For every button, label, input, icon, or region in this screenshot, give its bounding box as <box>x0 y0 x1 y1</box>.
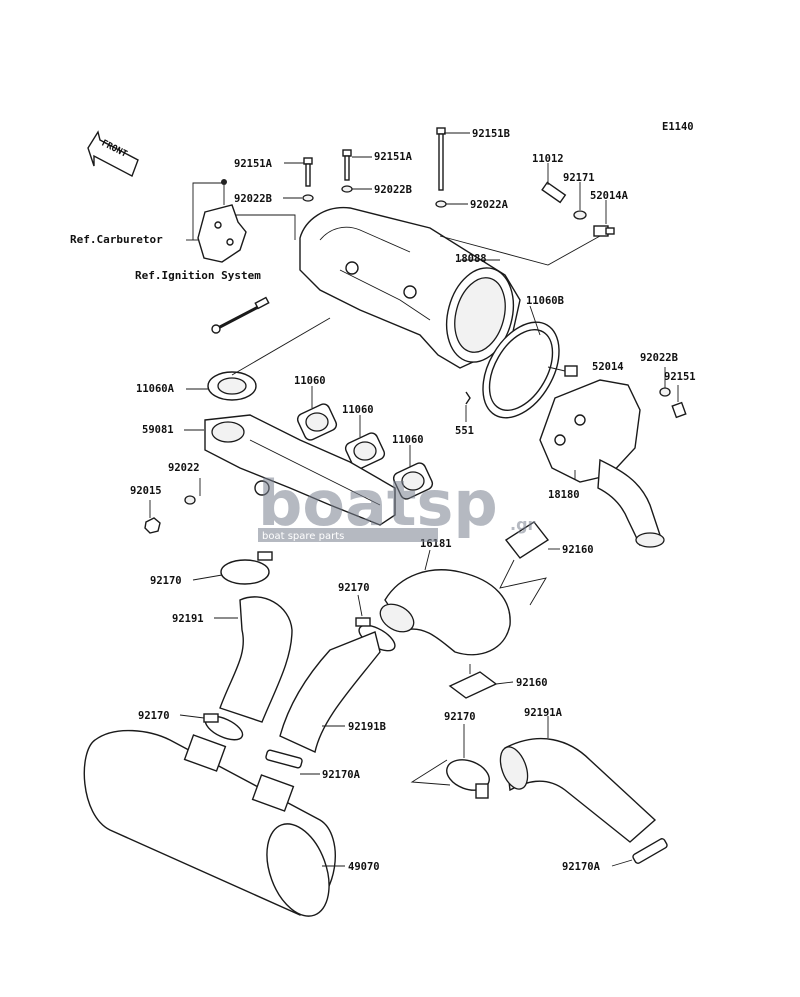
diagram-code: E1140 <box>662 121 694 133</box>
washer-92022 <box>184 495 196 505</box>
washer-92022B-3 <box>659 387 671 397</box>
label-551: 551 <box>455 425 474 437</box>
label-92170-1: 92170 <box>150 575 182 587</box>
clamp-92170-3 <box>203 713 244 741</box>
sensor-11012 <box>541 181 567 204</box>
leader-lines <box>149 132 679 867</box>
part-551 <box>465 391 471 405</box>
label-11012: 11012 <box>532 153 564 165</box>
washer-92022B-2 <box>341 185 353 193</box>
pipe-16181 <box>379 569 511 656</box>
label-49070: 49070 <box>348 861 380 873</box>
exhaust-manifold-59081 <box>204 414 396 526</box>
washer-92022A <box>435 200 447 208</box>
label-92015: 92015 <box>130 485 162 497</box>
gasket-11060B <box>482 321 560 419</box>
label-92191A: 92191A <box>524 707 563 719</box>
label-92160-2: 92160 <box>516 677 548 689</box>
bolt-92151 <box>671 401 687 419</box>
label-92160-1: 92160 <box>562 544 594 556</box>
sticker-92160-1 <box>504 521 550 559</box>
label-92022: 92022 <box>168 462 200 474</box>
label-92022A: 92022A <box>470 199 509 211</box>
label-18180: 18180 <box>548 489 580 501</box>
bolt-92151B <box>436 127 446 191</box>
gasket-11060A <box>207 371 257 401</box>
fitting-52014A <box>593 225 615 237</box>
sticker-92160-2 <box>448 671 498 699</box>
washer-92022B-1 <box>302 194 314 202</box>
label-59081: 59081 <box>142 424 174 436</box>
label-92170A-1: 92170A <box>322 769 361 781</box>
label-11060-1: 11060 <box>294 375 326 387</box>
label-92171: 92171 <box>563 172 595 184</box>
label-52014A: 52014A <box>590 190 629 202</box>
watermark-tagline-bar <box>258 528 438 542</box>
label-92022B-1: 92022B <box>234 193 272 205</box>
label-92022B-2: 92022B <box>374 184 412 196</box>
carburetor-bracket <box>197 179 247 263</box>
label-92191B: 92191B <box>348 721 386 733</box>
label-11060-3: 11060 <box>392 434 424 446</box>
bolt-92151A-1 <box>303 157 313 187</box>
label-92151B: 92151B <box>472 128 510 140</box>
ref-carburetor: Ref.Carburetor <box>70 233 163 246</box>
watermark-domain: .gr <box>510 515 536 534</box>
part-labels: 92151A 92151A 92151B 92022B 92022B 92022… <box>70 128 696 873</box>
hose-92191A <box>504 737 657 843</box>
watermark-brand: boatsp <box>258 467 498 540</box>
clamp-92170-4 <box>446 759 490 799</box>
label-52014: 52014 <box>592 361 624 373</box>
watermark: boatsp .gr boat spare parts <box>258 467 536 542</box>
clamp-92170A-2 <box>632 838 668 864</box>
label-92022B-3: 92022B <box>640 352 678 364</box>
label-11060-2: 11060 <box>342 404 374 416</box>
gasket-11060-1 <box>296 403 338 441</box>
watermark-tagline: boat spare parts <box>262 531 344 542</box>
exhaust-chamber-18180 <box>539 379 665 548</box>
clamp-92170A-1 <box>265 749 303 769</box>
label-92151: 92151 <box>664 371 696 383</box>
label-11060B: 11060B <box>526 295 564 307</box>
exhaust-pipe-upper <box>299 206 521 369</box>
muffler-49070 <box>83 729 336 917</box>
label-18088: 18088 <box>455 253 487 265</box>
gasket-11060-3 <box>392 462 434 500</box>
label-92170-4: 92170 <box>444 711 476 723</box>
label-92170-2: 92170 <box>338 582 370 594</box>
hose-92191 <box>219 596 293 723</box>
ignition-cable <box>211 296 270 334</box>
ring-92171 <box>573 210 587 220</box>
bolt-92151A-2 <box>342 149 352 181</box>
clamp-92170-1 <box>220 551 273 585</box>
label-11060A: 11060A <box>136 383 175 395</box>
fitting-52014 <box>564 365 578 377</box>
gasket-11060-2 <box>344 432 386 470</box>
hose-92191B <box>279 631 381 753</box>
front-arrow-icon: FRONT <box>87 130 139 177</box>
label-92170-3: 92170 <box>138 710 170 722</box>
nut-92015 <box>144 517 161 534</box>
ref-ignition-system: Ref.Ignition System <box>135 269 261 282</box>
label-92191: 92191 <box>172 613 204 625</box>
label-92151A-2: 92151A <box>374 151 413 163</box>
label-92151A-1: 92151A <box>234 158 273 170</box>
label-92170A-2: 92170A <box>562 861 601 873</box>
